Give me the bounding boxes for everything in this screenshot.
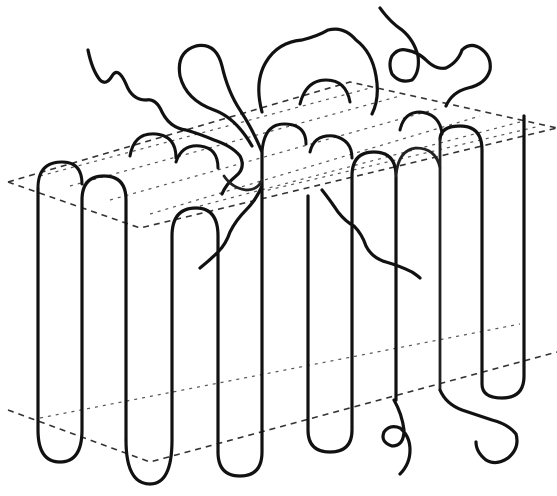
extracellular-loop-top <box>259 29 378 114</box>
front-helices <box>38 116 524 484</box>
extracellular-loop-large <box>179 45 262 152</box>
membrane-upper-plane <box>8 82 557 228</box>
n-terminus <box>88 50 242 194</box>
back-helices <box>224 148 440 190</box>
helix-3-4 <box>126 208 218 484</box>
helix-9-10 <box>440 116 524 398</box>
intracellular-tail-left <box>200 186 262 268</box>
back-helix-a <box>224 176 262 190</box>
helix-7-8 <box>308 152 396 452</box>
intracellular-loop-bottom <box>383 400 410 474</box>
c-terminus-bottom <box>440 390 517 463</box>
intracellular-tail-center <box>322 190 420 278</box>
c-terminus-top <box>380 8 490 106</box>
terminal-tails <box>88 8 517 474</box>
